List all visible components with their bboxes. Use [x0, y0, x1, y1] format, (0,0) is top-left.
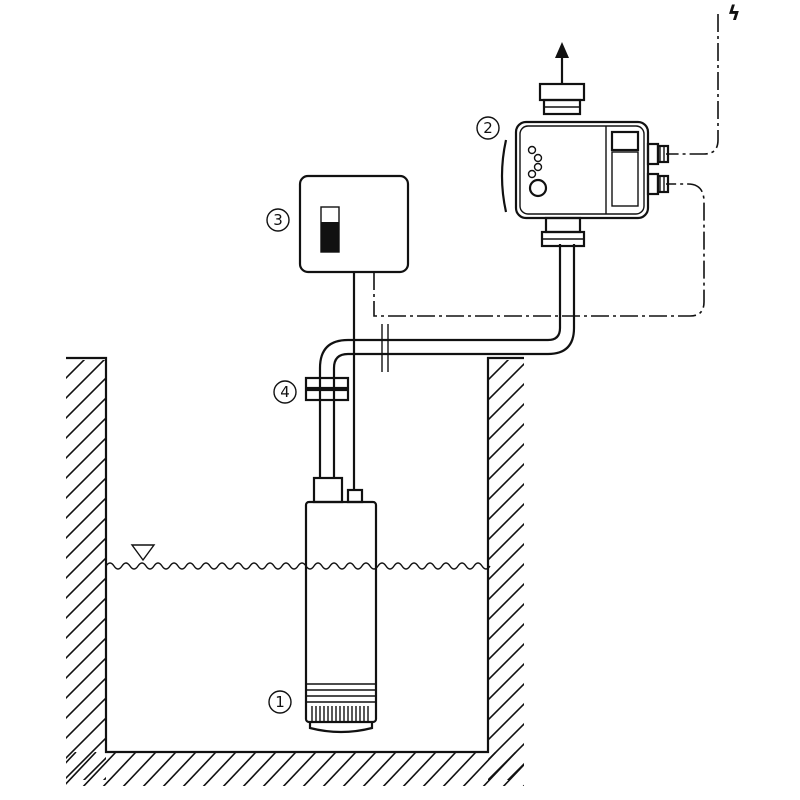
callout-check-valve: 4 — [273, 380, 297, 404]
check-valve — [304, 376, 350, 402]
right-wall-hatching — [488, 360, 524, 780]
callout-label-4: 4 — [280, 383, 290, 401]
controller-button-icon — [528, 178, 548, 198]
floor-hatching — [66, 752, 524, 786]
water-level-marker-icon — [130, 544, 156, 562]
water-surface — [105, 544, 491, 570]
control-box — [298, 174, 410, 274]
callout-label-2: 2 — [483, 119, 493, 137]
controller-led-indicators — [527, 145, 543, 179]
power-supply-icon: ϟ — [727, 1, 740, 25]
pressure-controller — [500, 82, 670, 248]
callout-label-1: 1 — [275, 693, 285, 711]
signal-cables — [373, 14, 719, 317]
callout-pump: 1 — [268, 690, 292, 714]
well-shaft — [66, 356, 524, 786]
pump-inlet-grille — [311, 706, 369, 722]
callout-label-3: 3 — [273, 211, 283, 229]
controller-cable-glands — [646, 142, 670, 196]
left-wall-hatching — [66, 360, 106, 780]
submersible-pump — [304, 476, 378, 734]
callout-pressure-controller: 2 — [476, 116, 500, 140]
cable-crossing-marks — [381, 324, 389, 372]
outlet-arrow-icon — [555, 42, 569, 84]
control-box-indicator-fill — [321, 222, 339, 252]
pump-motor-bands — [306, 683, 376, 703]
callout-control-box: 3 — [266, 208, 290, 232]
discharge-pipe — [318, 244, 576, 478]
